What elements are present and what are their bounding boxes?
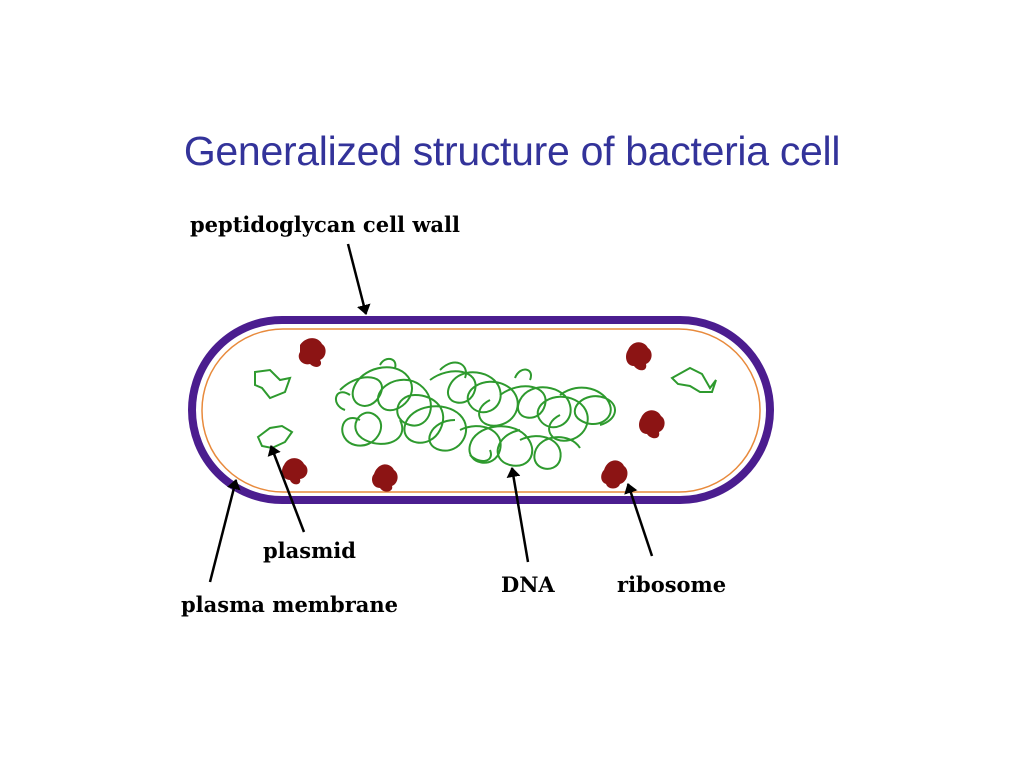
ribosome-1 (298, 338, 326, 367)
plasmids (254, 366, 717, 450)
ribosomes (282, 338, 665, 492)
ribosome-2 (282, 458, 308, 485)
dna-nucleoid (335, 357, 616, 470)
label-dna: DNA (501, 572, 555, 597)
label-ribosome: ribosome (617, 572, 726, 597)
ribosome-6 (601, 460, 628, 489)
label-plasmid: plasmid (263, 538, 356, 563)
ribosome-5 (639, 410, 665, 439)
arrow-cell-wall (346, 243, 371, 315)
label-arrows (208, 243, 654, 583)
label-plasma-membrane: plasma membrane (181, 592, 398, 617)
ribosome-4 (626, 342, 652, 371)
slide-title: Generalized structure of bacteria cell (183, 128, 841, 174)
arrow-plasma-membrane (208, 479, 241, 583)
arrow-plasmid (267, 445, 306, 533)
label-cell-wall: peptidoglycan cell wall (190, 212, 460, 237)
ribosome-3 (372, 464, 398, 492)
plasmid-1 (254, 368, 292, 400)
arrow-ribosome (624, 483, 654, 557)
arrow-dna (506, 467, 530, 563)
plasma-membrane (201, 328, 761, 493)
plasmid-2 (256, 424, 294, 450)
plasmid-3 (670, 366, 717, 393)
